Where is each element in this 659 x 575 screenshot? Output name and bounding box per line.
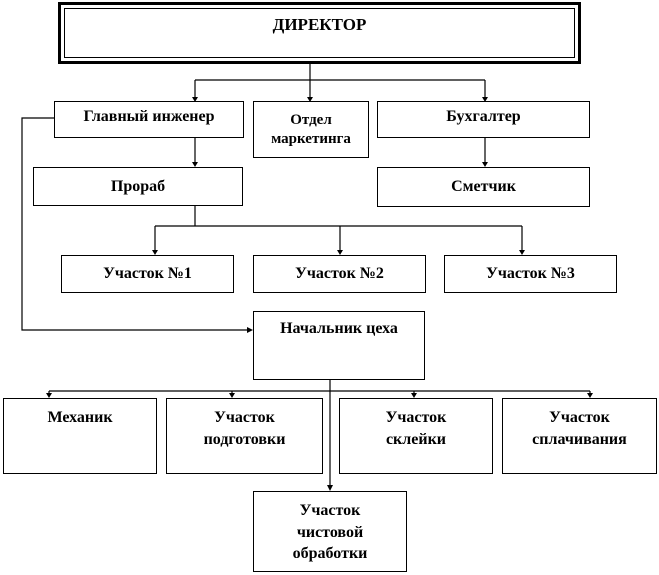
accountant-label: Бухгалтер: [446, 108, 521, 125]
splicing-site-label: Участок сплачивания: [532, 409, 627, 448]
arrow-to-gluing-site: [411, 393, 417, 398]
director-label: ДИРЕКТОР: [272, 15, 367, 34]
director-box: ДИРЕКТОР: [58, 2, 581, 64]
shop-head-label: Начальник цеха: [280, 320, 398, 337]
finishing-site-label: Участок чистовой обработки: [292, 502, 368, 563]
gluing-site-label: Участок склейки: [385, 409, 447, 448]
arrow-to-site1: [152, 250, 158, 255]
shop-head-box: Начальник цеха: [253, 311, 425, 380]
arrow-to-site2: [337, 250, 343, 255]
site2-box: Участок №2: [253, 255, 426, 293]
prep-site-box: Участок подготовки: [166, 398, 323, 474]
gluing-site-box: Участок склейки: [339, 398, 493, 474]
site1-label: Участок №1: [103, 265, 192, 283]
arrow-to-chief-engineer: [192, 97, 198, 102]
arrow-to-mechanic: [46, 393, 52, 398]
site2-label: Участок №2: [295, 265, 384, 283]
splicing-site-box: Участок сплачивания: [502, 398, 657, 474]
mechanic-label: Механик: [47, 409, 113, 426]
site3-box: Участок №3: [444, 255, 617, 293]
arrow-to-prep-site: [229, 393, 235, 398]
estimator-box: Сметчик: [377, 167, 590, 207]
arrow-to-accountant: [482, 97, 488, 102]
chief-engineer-box: Главный инженер: [54, 101, 244, 138]
marketing-label: Отдел маркетинга: [271, 111, 351, 147]
arrow-to-shop-head: [247, 327, 253, 333]
arrow-to-marketing: [307, 97, 313, 102]
arrow-to-site3: [519, 250, 525, 255]
arrow-to-finishing-site: [327, 485, 333, 491]
marketing-box: Отдел маркетинга: [253, 101, 369, 158]
foreman-box: Прораб: [33, 167, 243, 206]
estimator-label: Сметчик: [451, 178, 516, 196]
chief-engineer-label: Главный инженер: [83, 108, 215, 125]
arrow-to-splicing-site: [587, 393, 593, 398]
connector-engineer-to-shop-head: [21, 117, 247, 331]
accountant-box: Бухгалтер: [377, 101, 590, 138]
arrow-to-estimator: [482, 162, 488, 167]
mechanic-box: Механик: [3, 398, 157, 474]
prep-site-label: Участок подготовки: [203, 409, 286, 448]
finishing-site-box: Участок чистовой обработки: [253, 491, 407, 572]
arrow-to-foreman: [192, 162, 198, 167]
foreman-label: Прораб: [110, 177, 166, 195]
site3-label: Участок №3: [486, 265, 575, 283]
site1-box: Участок №1: [61, 255, 234, 293]
